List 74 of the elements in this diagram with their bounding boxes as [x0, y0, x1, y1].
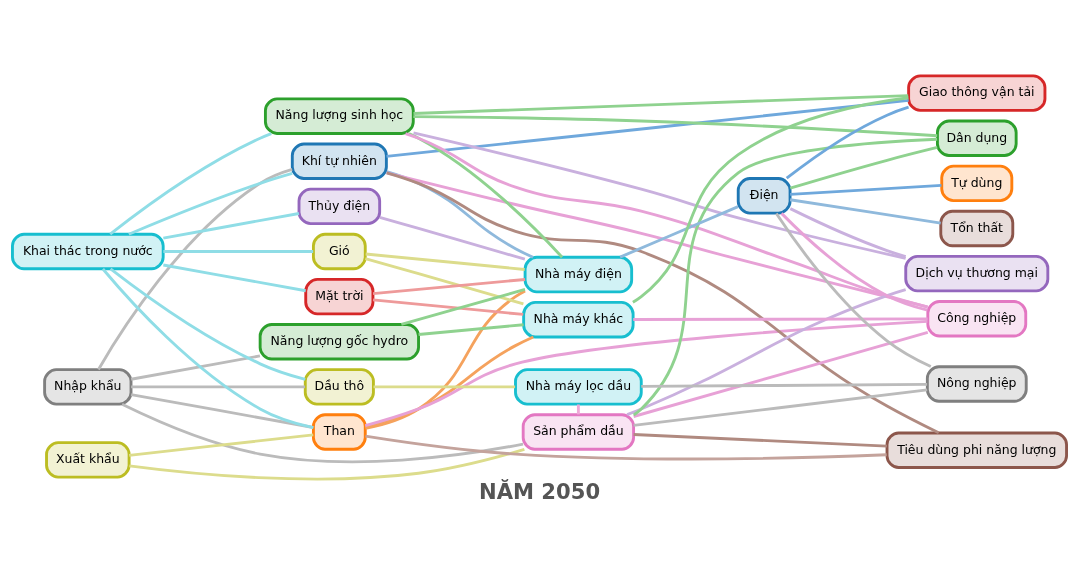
connector [641, 382, 928, 388]
connector [163, 250, 314, 253]
connector [405, 132, 929, 309]
connector [400, 288, 526, 326]
connector [790, 183, 942, 196]
connector [365, 252, 525, 271]
connector [365, 434, 887, 461]
node-box: Nhập khẩu [43, 368, 133, 406]
connector [413, 131, 906, 260]
connector [632, 96, 909, 304]
connector [109, 132, 272, 236]
node-box: Khai thác trong nước [11, 232, 165, 271]
node-box: Tiêu dùng phi năng lượng [885, 431, 1068, 469]
node-box: Tổn thất [939, 209, 1015, 248]
connector [413, 94, 909, 115]
connector [789, 146, 938, 190]
node-box: Nhà máy khác [522, 300, 635, 339]
connector [121, 403, 524, 464]
connector [373, 385, 516, 389]
connector [364, 257, 524, 306]
node-box: Công nghiệp [926, 300, 1028, 338]
node-box: Thủy điện [297, 187, 382, 226]
connector [130, 393, 314, 429]
connector [418, 323, 524, 336]
node-box: Xuất khẩu [45, 441, 131, 479]
connector [633, 331, 929, 418]
node-box: Khí tự nhiên [290, 142, 388, 180]
connector [386, 98, 909, 158]
connector [408, 132, 564, 259]
node-box: Nhà máy lọc dầu [514, 368, 643, 406]
connector [163, 212, 300, 240]
connector [372, 278, 526, 296]
connector [109, 267, 306, 381]
node-box: Sản phẩm dầu [521, 413, 636, 451]
connector [632, 137, 938, 417]
connector [129, 433, 314, 457]
connector [789, 198, 941, 225]
connector [364, 335, 534, 429]
connector [780, 212, 928, 312]
node-box: Dân dụng [936, 119, 1018, 157]
connector [633, 317, 928, 321]
connector [365, 289, 526, 430]
connector [101, 268, 314, 430]
node-box: Gió [312, 232, 367, 271]
connector [163, 263, 306, 293]
connector [619, 205, 739, 259]
connector [633, 433, 887, 448]
connector [576, 404, 580, 415]
connector [364, 319, 928, 428]
node-box: Năng lượng sinh học [264, 97, 415, 135]
node-box: Giao thông vận tải [907, 74, 1047, 112]
connector [97, 168, 293, 371]
connector [131, 385, 306, 389]
connector [789, 207, 907, 258]
connector [775, 212, 932, 368]
connector [129, 448, 525, 481]
diagram-title: NĂM 2050 [479, 479, 601, 505]
connector [128, 172, 293, 236]
connector [413, 115, 938, 138]
node-box: Nhà máy điện [523, 255, 634, 294]
node-box: Tự dùng [940, 164, 1014, 203]
node-box: Nông nghiệp [925, 365, 1028, 403]
connector [372, 298, 524, 316]
node-box: Than [312, 413, 367, 451]
node-box: Điện [736, 177, 792, 215]
node-box: Dầu thô [303, 368, 375, 406]
node-box: Mặt trời [304, 277, 375, 316]
connector [130, 354, 261, 381]
connector [633, 388, 928, 427]
connector [785, 105, 909, 180]
connector [379, 216, 526, 261]
connector [626, 288, 907, 416]
node-box: Dịch vụ thương mại [904, 254, 1050, 293]
node-box: Năng lượng gốc hydro [258, 323, 420, 361]
